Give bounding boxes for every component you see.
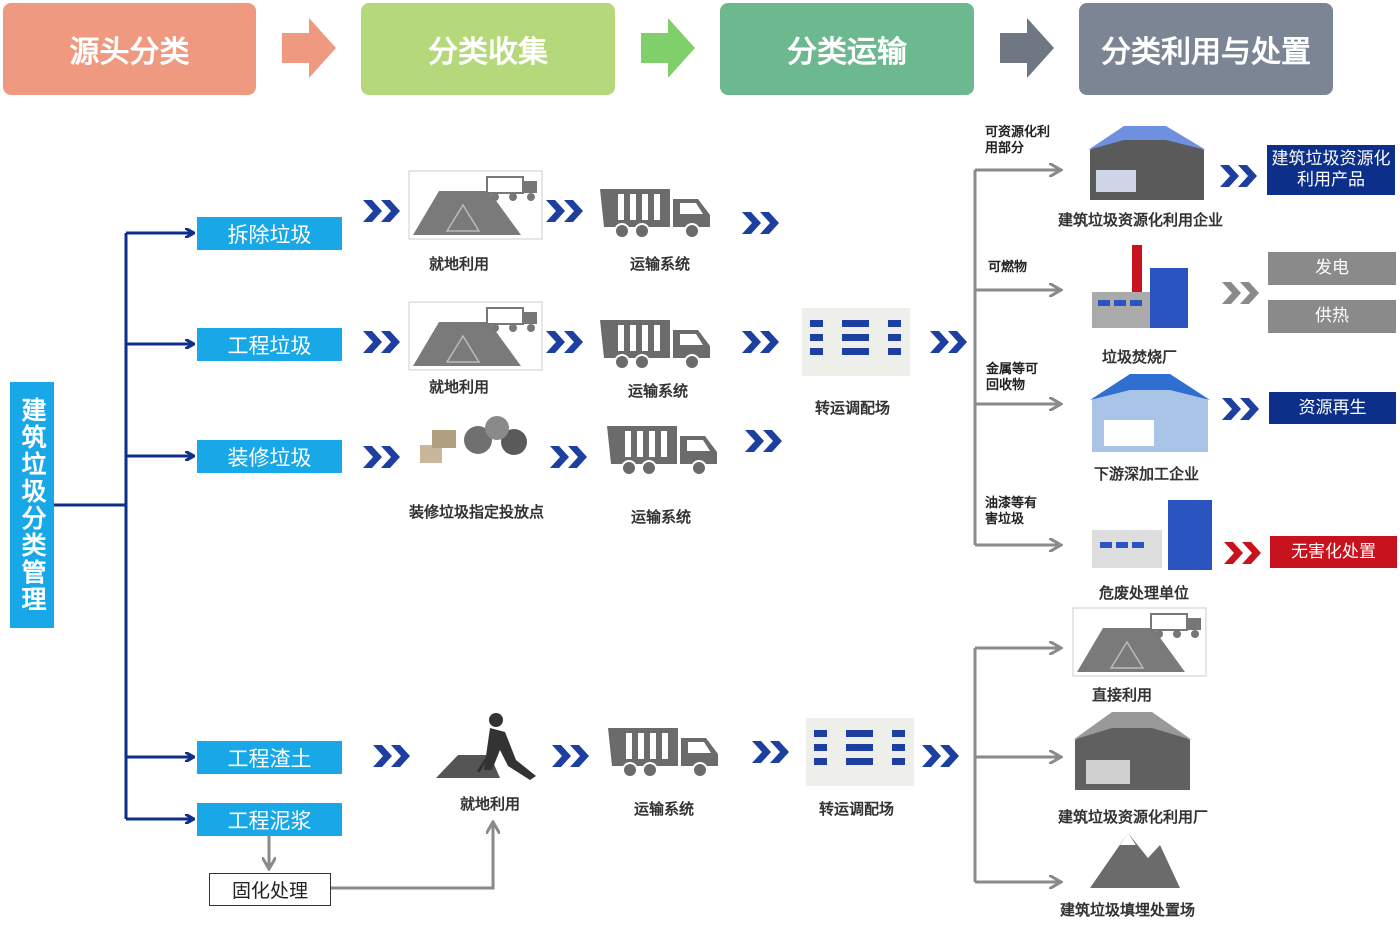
site-icon [1072, 607, 1207, 677]
label-onsite-2: 就地利用 [429, 378, 490, 396]
stream-metal: 金属等可回收物 [986, 362, 1039, 393]
bags-icon [420, 416, 527, 463]
label-transport-2: 运输系统 [628, 382, 689, 400]
worker-icon [436, 713, 536, 780]
transfer-station-icon [802, 308, 910, 376]
label-onsite-1: 就地利用 [429, 255, 490, 273]
recycling-factory-icon [1073, 712, 1192, 790]
stage-disposal: 分类利用与处置 [1079, 3, 1333, 95]
category-renovation: 装修垃圾 [197, 440, 342, 473]
facility-downstream: 下游深加工企业 [1094, 465, 1200, 483]
label-transfer-1: 转运调配场 [815, 399, 891, 417]
output-heat: 供热 [1268, 300, 1396, 333]
output-harmless: 无害化处置 [1270, 536, 1397, 568]
facility-incinerator: 垃圾焚烧厂 [1102, 348, 1178, 366]
label-transport-3: 运输系统 [631, 508, 692, 526]
facility-recycling-enterprise: 建筑垃圾资源化利用企业 [1058, 211, 1224, 229]
stage-arrow-3 [1000, 18, 1054, 78]
facility-landfill: 建筑垃圾填埋处置场 [1060, 901, 1196, 919]
main-title: 建筑垃圾分类管理 [10, 382, 54, 628]
label-onsite-4: 就地利用 [460, 795, 521, 813]
incinerator-icon [1092, 245, 1188, 328]
stage-collection: 分类收集 [361, 3, 615, 95]
category-engineering: 工程垃圾 [197, 328, 342, 361]
facility-hazard-unit: 危废处理单位 [1099, 584, 1190, 602]
stream-combustible: 可燃物 [988, 260, 1028, 275]
transfer-station-icon [806, 718, 914, 786]
factory-icon [1090, 374, 1210, 452]
truck-icon [599, 319, 711, 370]
site-icon [408, 170, 543, 240]
facility-recycling-plant: 建筑垃圾资源化利用厂 [1058, 808, 1209, 826]
landfill-icon [1090, 833, 1180, 888]
category-demolition: 拆除垃圾 [197, 217, 342, 250]
output-regeneration: 资源再生 [1269, 392, 1396, 424]
truck-icon [606, 425, 718, 476]
label-transport-4: 运输系统 [634, 800, 695, 818]
recycling-plant-icon [1088, 126, 1206, 200]
output-power: 发电 [1268, 252, 1396, 285]
label-transfer-2: 转运调配场 [819, 800, 895, 818]
truck-icon [599, 188, 711, 239]
truck-icon [607, 727, 719, 778]
stage-source: 源头分类 [3, 3, 256, 95]
stream-recyclable: 可资源化利用部分 [985, 125, 1051, 156]
stage-arrow-1 [282, 18, 336, 78]
stream-hazardous: 油漆等有害垃圾 [985, 496, 1038, 527]
hazard-facility-icon [1092, 500, 1212, 570]
category-muck: 工程渣土 [197, 741, 342, 774]
stage-transport: 分类运输 [720, 3, 974, 95]
stage-arrow-2 [641, 18, 695, 78]
facility-direct-use: 直接利用 [1092, 686, 1153, 704]
category-mud: 工程泥浆 [197, 803, 342, 836]
label-transport-1: 运输系统 [630, 255, 691, 273]
site-icon [408, 301, 543, 371]
solidification-box: 固化处理 [209, 873, 331, 906]
output-products: 建筑垃圾资源化利用产品 [1267, 145, 1395, 195]
label-drop-point: 装修垃圾指定投放点 [409, 503, 545, 521]
